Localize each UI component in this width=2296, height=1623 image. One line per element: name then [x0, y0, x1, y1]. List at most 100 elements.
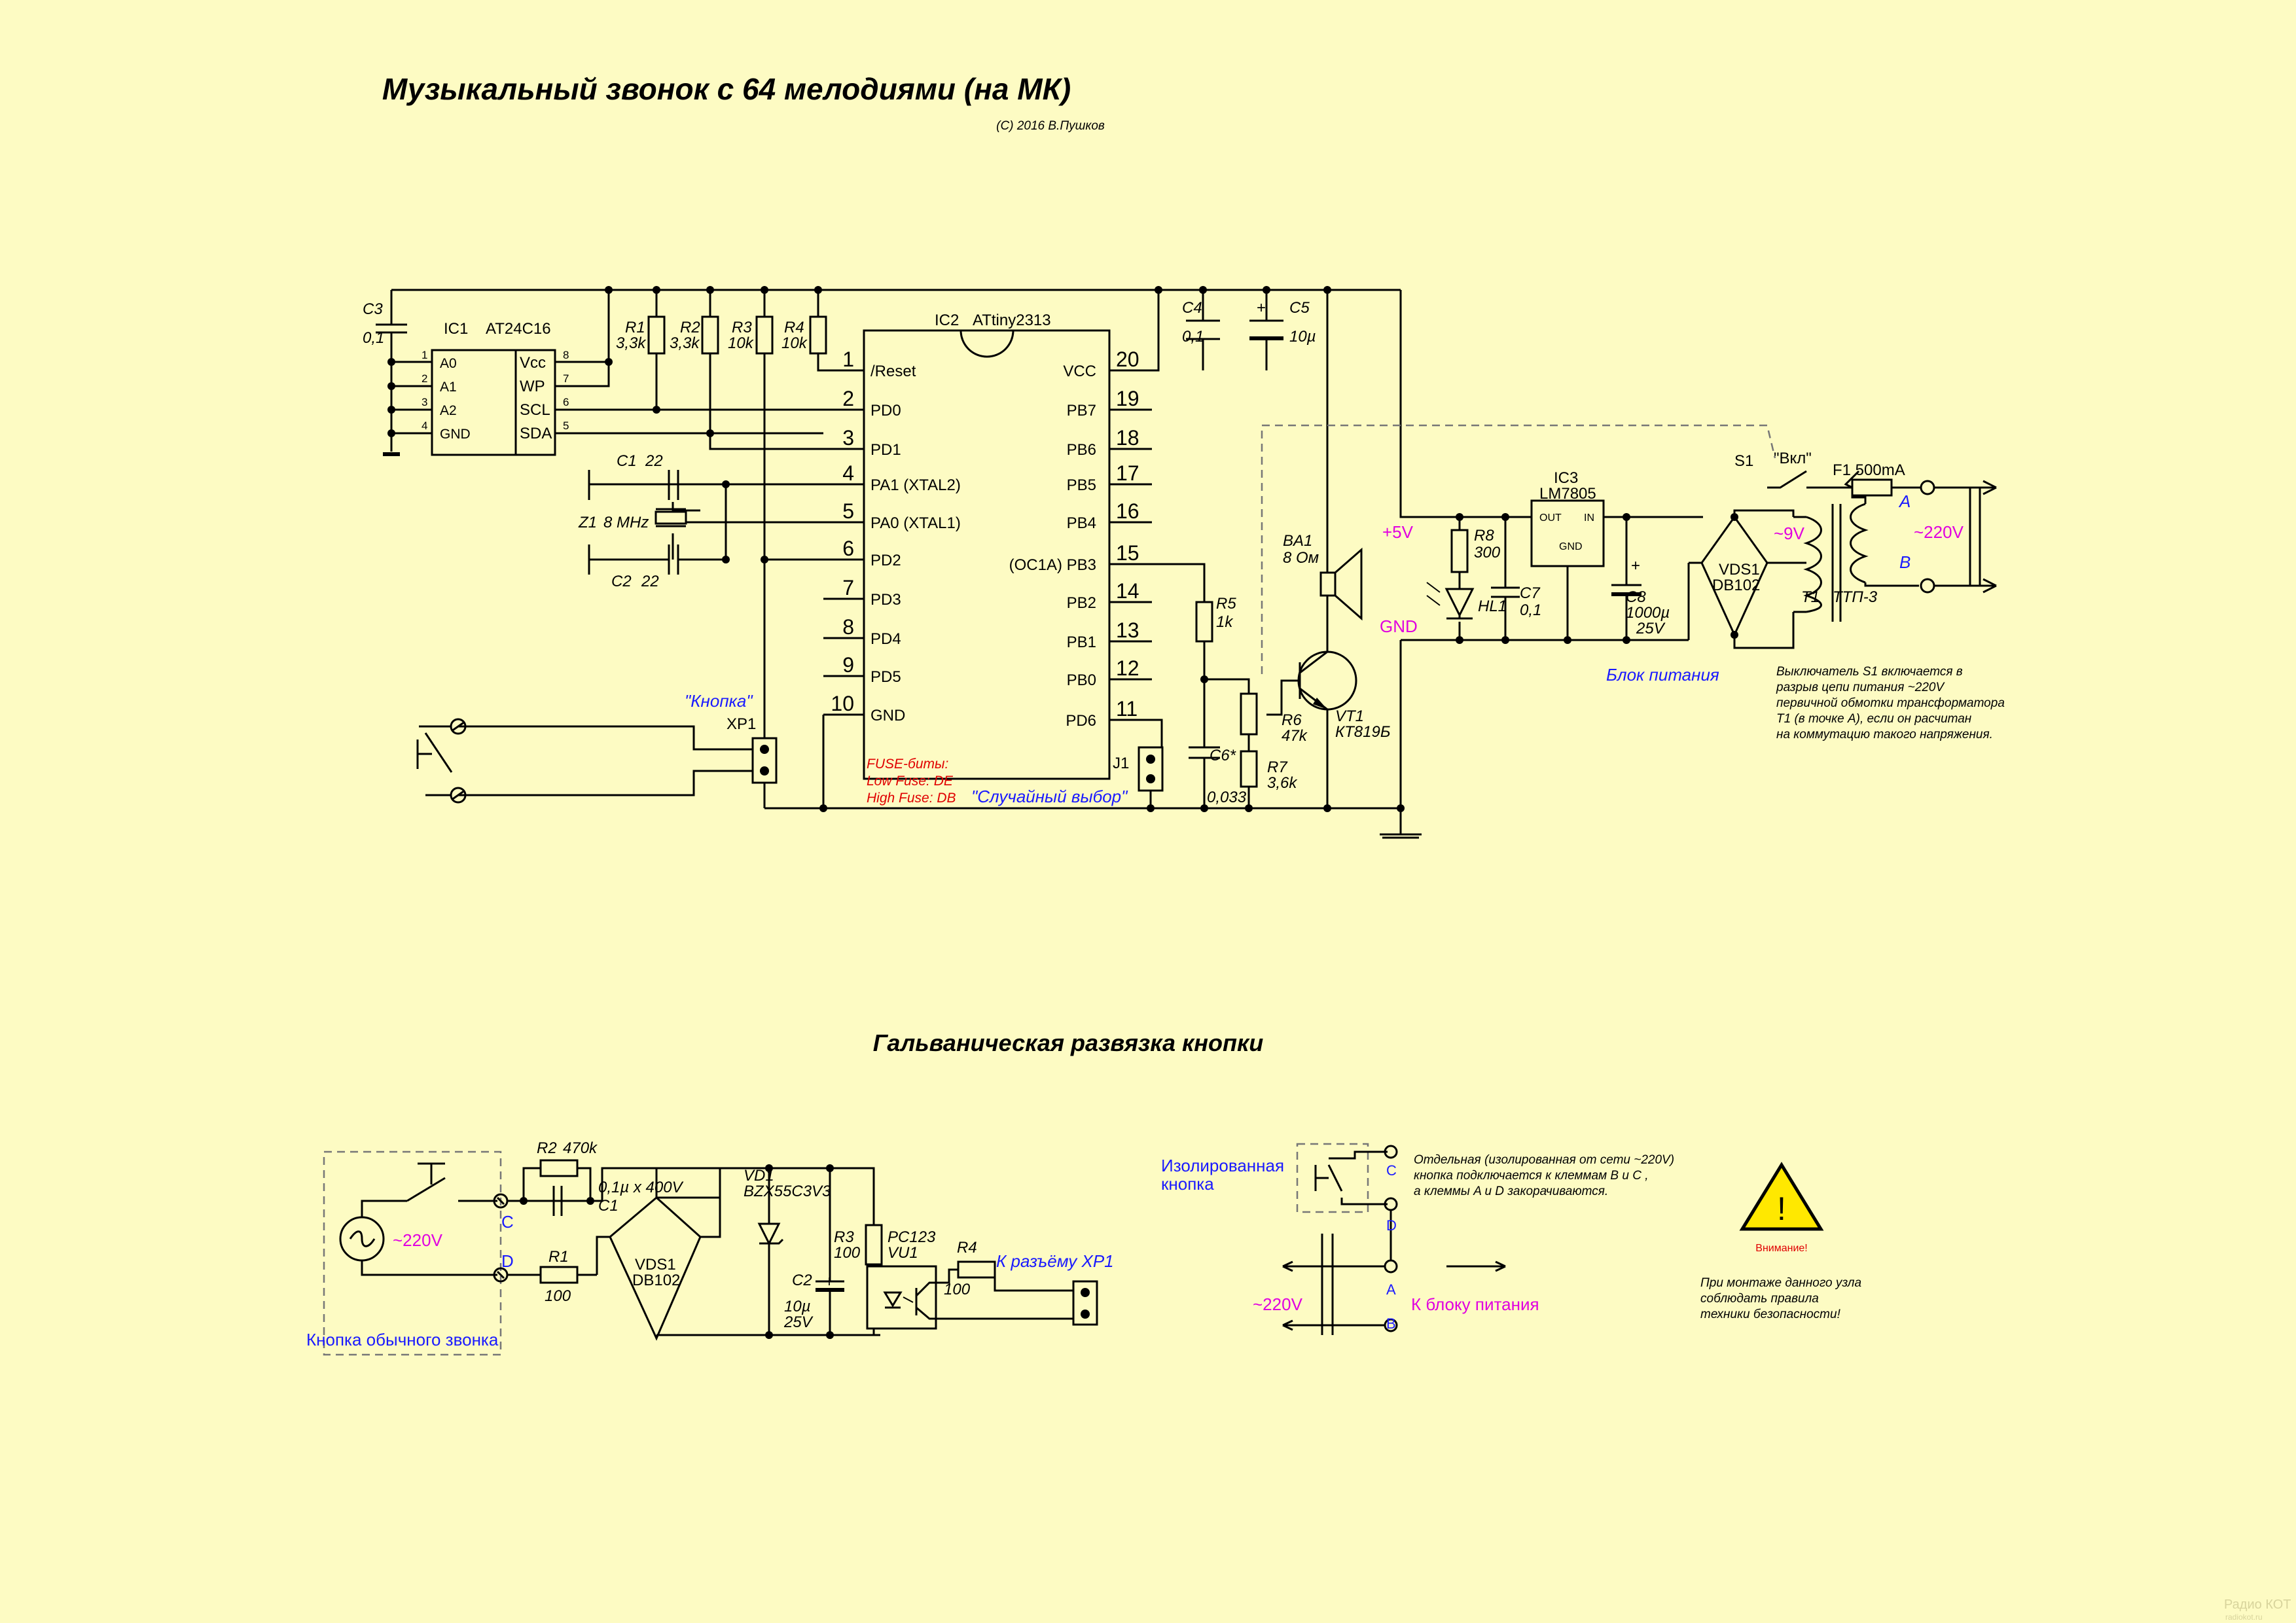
ic2-pin-label: (OC1A) PB3: [1009, 556, 1096, 574]
iso-pc-label: PC123: [888, 1228, 936, 1246]
ic2-pin-label: PD6: [1066, 712, 1096, 730]
svg-text:10k: 10k: [728, 334, 755, 352]
f1-label: F1 500mA: [1833, 461, 1905, 479]
ic2-name: ATtiny2313: [973, 312, 1051, 329]
iso-c2-label: C2: [792, 1272, 812, 1289]
iso-r1: [539, 1266, 579, 1284]
svg-text:кнопка подключается к клеммам: кнопка подключается к клеммам B и C ,: [1414, 1169, 1649, 1183]
hl1-led: [1444, 588, 1475, 618]
ic2-pin-number: 9: [842, 653, 854, 677]
ic2-pin-number: 12: [1116, 656, 1139, 680]
svg-text:47k: 47k: [1282, 727, 1308, 745]
t1-primary: [1850, 503, 1869, 584]
svg-text:C: C: [501, 1212, 514, 1232]
r8-label: R8: [1474, 527, 1494, 544]
ic2-pin-label: PA0 (XTAL1): [870, 514, 961, 532]
ic2-pin-label: PD2: [870, 552, 901, 569]
ic1-ref: IC1: [444, 320, 468, 338]
svg-text:6: 6: [563, 396, 569, 408]
svg-text:10µ: 10µ: [784, 1298, 811, 1315]
svg-text:22: 22: [645, 452, 663, 470]
c1-label: C1: [617, 452, 637, 470]
c5-label: C5: [1289, 299, 1310, 317]
f1-fuse: [1851, 478, 1893, 497]
svg-text:кнопка: кнопка: [1161, 1174, 1214, 1194]
isolation-title: Гальваническая развязка кнопки: [873, 1029, 1263, 1056]
svg-text:1000µ: 1000µ: [1626, 604, 1670, 622]
warning-sign: ! Внимание!: [1739, 1162, 1824, 1254]
ic2-pin-label: PD1: [870, 441, 901, 459]
svg-text:+: +: [825, 1273, 834, 1291]
svg-text:470k: 470k: [563, 1139, 598, 1157]
svg-text:5: 5: [563, 419, 569, 432]
ic2-pin-label: GND: [870, 707, 905, 724]
ic3-name: LM7805: [1539, 485, 1596, 503]
vds1-label: VDS1: [1719, 561, 1760, 579]
c4-plates: [1186, 319, 1220, 340]
r4-label: R4: [784, 319, 804, 336]
svg-text:8: 8: [563, 349, 569, 361]
svg-text:WP: WP: [520, 378, 545, 395]
ic2-pin-number: 2: [842, 387, 854, 410]
doorbell-button: [418, 1162, 445, 1185]
iso-vds1-label: VDS1: [635, 1256, 676, 1274]
svg-text:1: 1: [422, 349, 427, 361]
c8-label: C8: [1626, 588, 1646, 606]
iso-mains-label: ~220V: [393, 1230, 443, 1250]
iso-r4: [957, 1260, 996, 1279]
r7-resistor: [1240, 750, 1258, 788]
svg-text:8 Ом: 8 Ом: [1283, 549, 1319, 567]
svg-text:25V: 25V: [1636, 620, 1666, 637]
svg-text:8 MHz: 8 MHz: [603, 514, 649, 531]
svg-text:0,1: 0,1: [1520, 601, 1541, 619]
r2-resistor: [701, 315, 719, 355]
t1-secondary: [1803, 516, 1822, 613]
ic2-pin-number: 20: [1116, 348, 1139, 371]
svg-text:VU1: VU1: [888, 1244, 918, 1262]
svg-text:IN: IN: [1584, 512, 1594, 524]
r8-resistor: [1450, 529, 1469, 573]
doorbell-box: [323, 1150, 502, 1356]
psu-label: Блок питания: [1606, 665, 1719, 685]
knopka-label: "Кнопка": [685, 691, 753, 711]
svg-text:GND: GND: [440, 427, 471, 442]
iso-c1-label: C1: [598, 1197, 619, 1215]
c7-plates: [1491, 586, 1520, 598]
svg-text:SCL: SCL: [520, 401, 550, 419]
iso-r1-label: R1: [548, 1248, 569, 1266]
svg-text:A1: A1: [440, 380, 457, 395]
c6-label: C6*: [1210, 747, 1236, 764]
mains-label: ~220V: [1914, 522, 1964, 542]
ic2-pin-label: PD4: [870, 630, 901, 648]
r5-label: R5: [1216, 595, 1236, 613]
ic2-pin-label: PB7: [1067, 402, 1096, 419]
svg-text:4: 4: [422, 419, 427, 432]
r3-resistor: [755, 315, 774, 355]
ic2-pin-number: 17: [1116, 461, 1139, 485]
warning-badge: Внимание!: [1755, 1243, 1807, 1254]
r5-resistor: [1195, 601, 1213, 643]
svg-text:DB102: DB102: [632, 1272, 680, 1289]
svg-text:разрыв цепи питания ~220V: разрыв цепи питания ~220V: [1776, 681, 1945, 694]
svg-text:OUT: OUT: [1539, 512, 1562, 524]
fuse-high: High Fuse: DB: [867, 791, 956, 806]
svg-text:100: 100: [545, 1287, 571, 1305]
ic2-pin-number: 4: [842, 461, 854, 485]
ic2-pin-number: 6: [842, 537, 854, 560]
ic2-pin-number: 7: [842, 576, 854, 599]
svg-text:D: D: [501, 1251, 514, 1271]
ic2-pin-label: PB6: [1067, 441, 1096, 459]
c7-label: C7: [1520, 584, 1541, 602]
ac9-label: ~9V: [1774, 524, 1805, 543]
ic2-pin-label: PA1 (XTAL2): [870, 476, 961, 494]
s1-switch: [1767, 470, 1852, 489]
svg-text:соблюдать правила: соблюдать правила: [1700, 1292, 1819, 1306]
r3-label: R3: [732, 319, 752, 336]
point-b: B: [1899, 552, 1910, 572]
svg-text:3,3k: 3,3k: [616, 334, 647, 352]
s1-label: S1: [1734, 452, 1753, 470]
ic2-pin-number: 3: [842, 426, 854, 450]
svg-text:на коммутацию такого напряжени: на коммутацию такого напряжения.: [1776, 728, 1993, 741]
to-xp1-label: К разъёму XP1: [996, 1251, 1114, 1271]
j1-jumper: [1138, 746, 1164, 792]
